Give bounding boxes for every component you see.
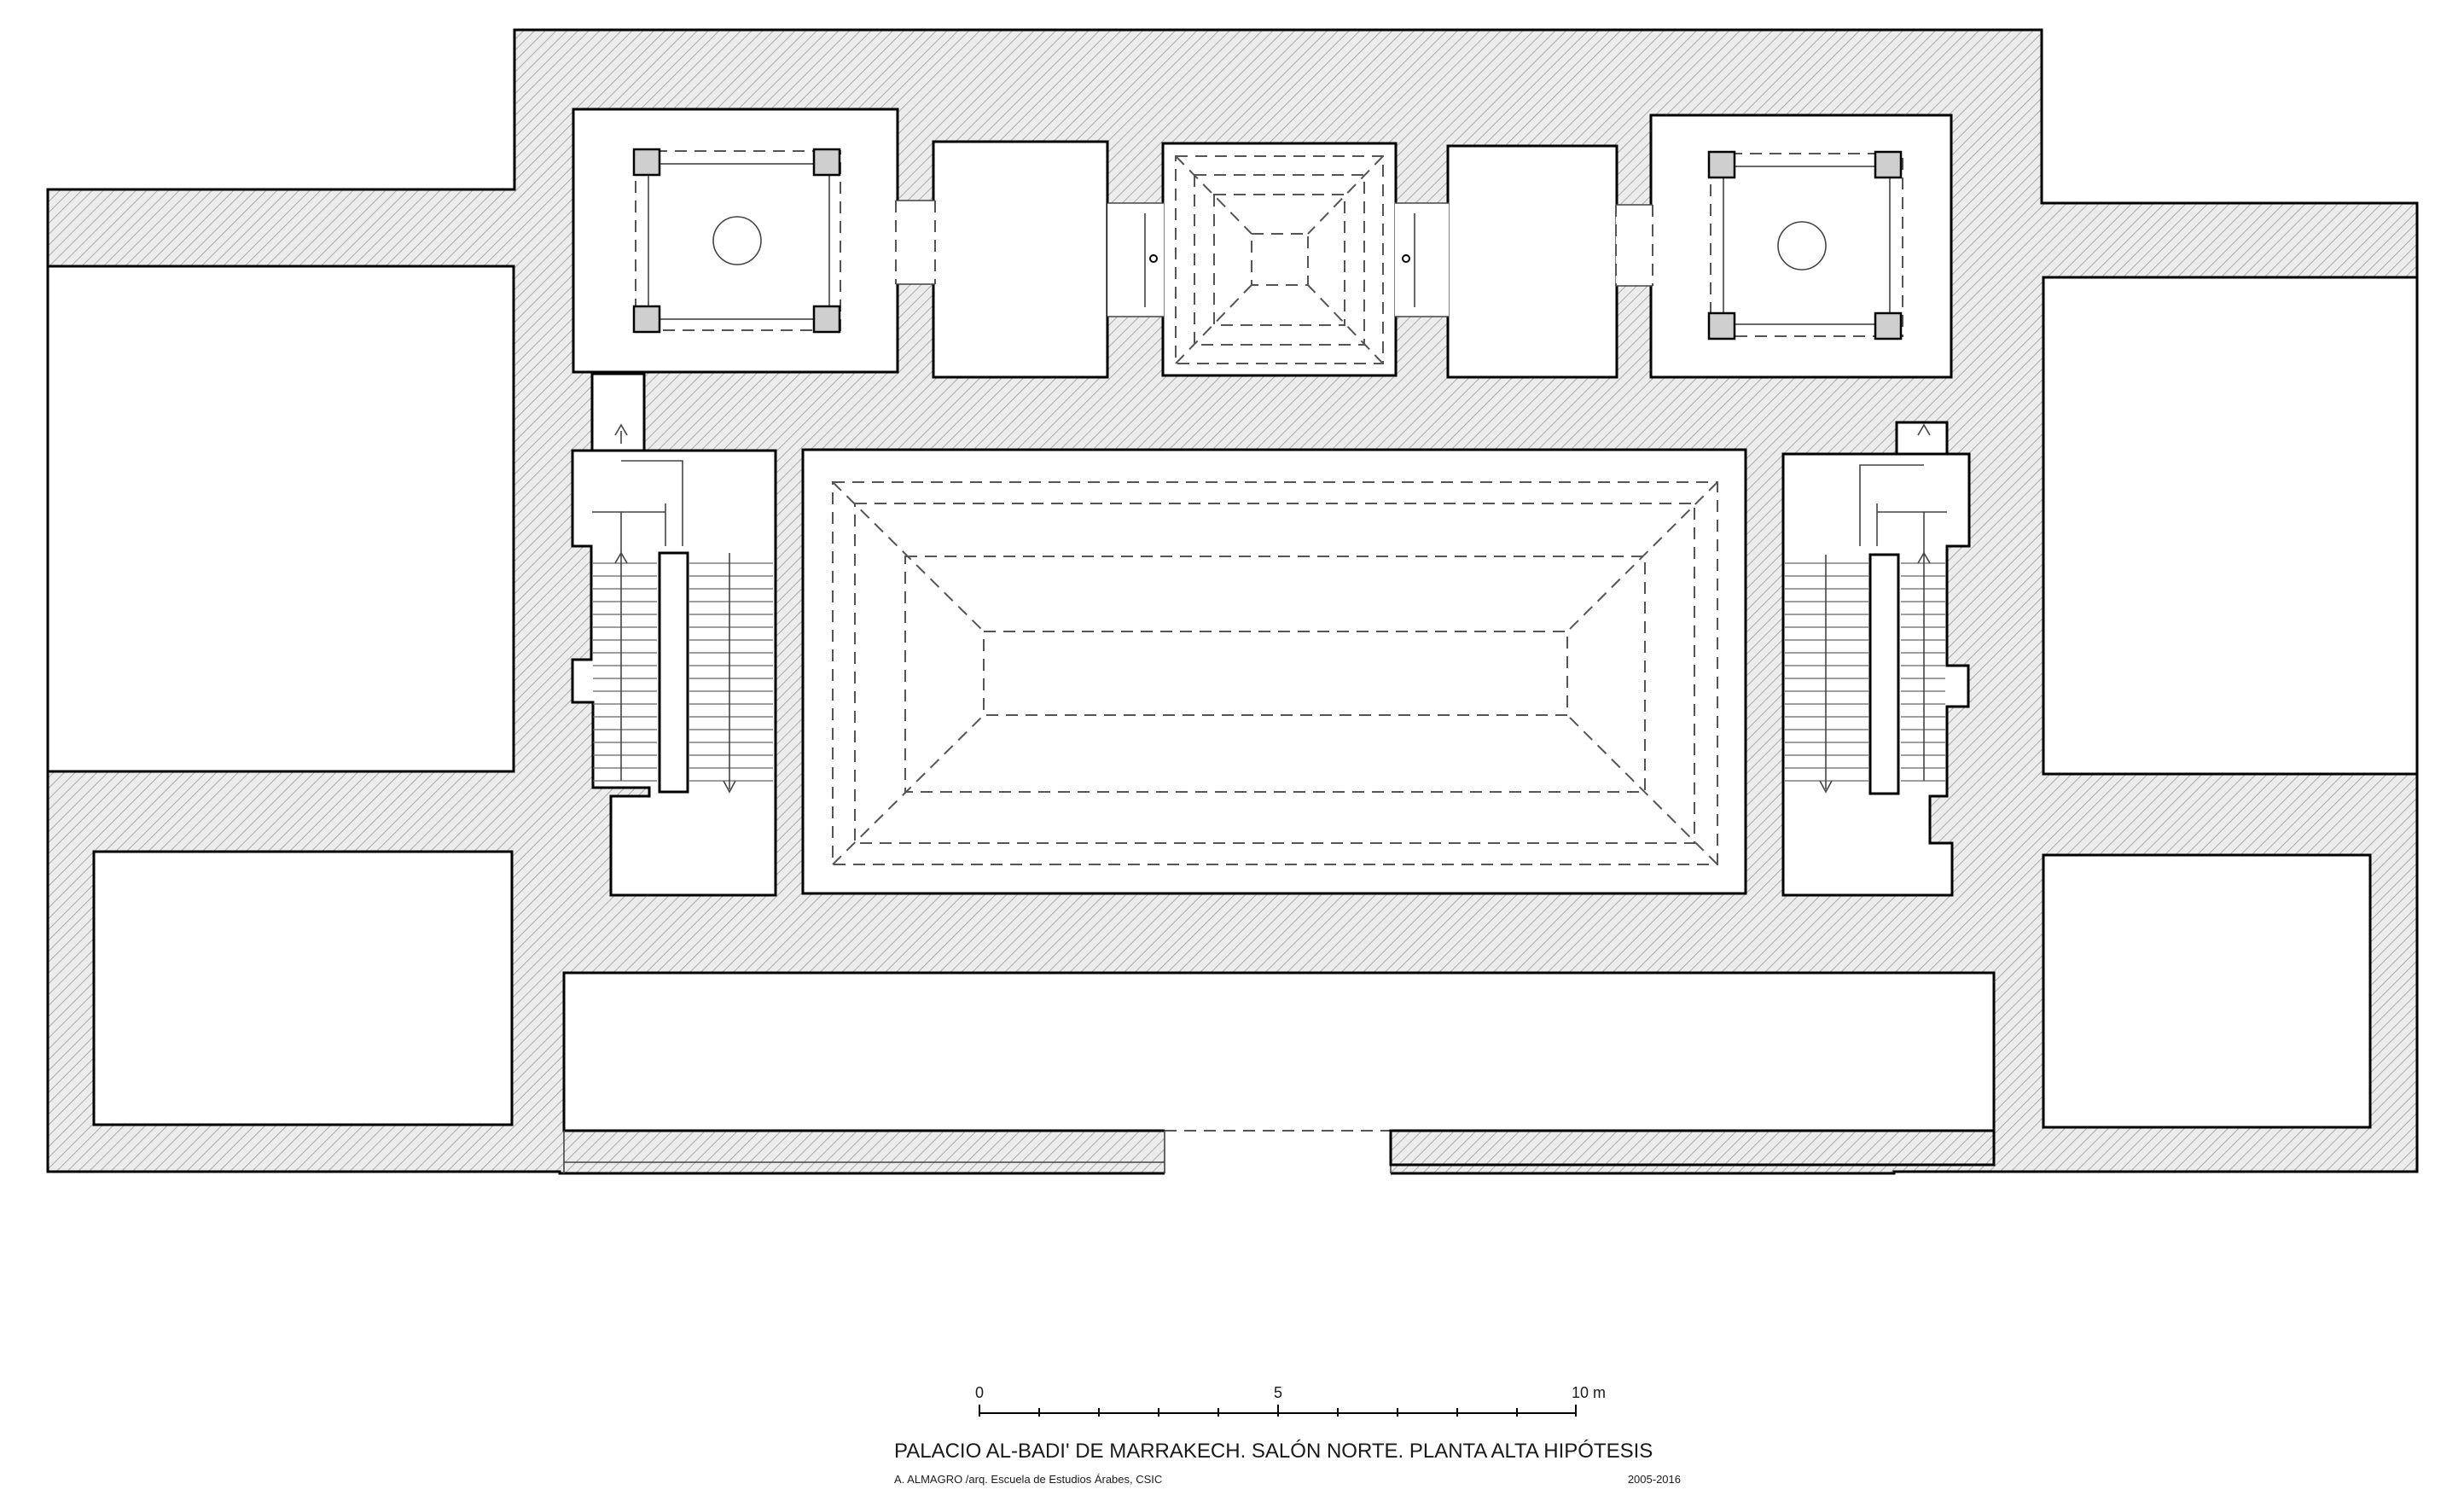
room-east-lower [2042, 853, 2372, 1129]
cistern-circle-east [1777, 221, 1827, 271]
south-gallery [562, 971, 1996, 1176]
north-chambers [572, 108, 1953, 379]
main-hall [801, 448, 1747, 895]
column-marker-east [1402, 254, 1410, 263]
column-marker-west [1149, 254, 1158, 263]
south-gallery-room [562, 971, 1996, 1132]
drawing-dates: 2005-2016 [1628, 1473, 1681, 1486]
stair-treads-east [1785, 562, 1945, 782]
pillar-se [812, 305, 841, 334]
dome-ceiling-projection [1175, 155, 1384, 364]
main-hall-room [801, 448, 1747, 895]
room-west-lower [92, 850, 514, 1126]
staircase-east [1781, 421, 1971, 897]
tower-chamber-west [572, 108, 899, 374]
passage-nw [896, 201, 935, 284]
chamber-north-east [1446, 144, 1618, 379]
pillar-sw [632, 305, 661, 334]
passage-ne [1616, 205, 1653, 286]
room-west-upper [46, 265, 515, 773]
room-east-upper [2042, 276, 2419, 776]
scale-label-5: 5 [1274, 1384, 1282, 1401]
drawing-title: PALACIO AL-BADI' DE MARRAKECH. SALÓN NOR… [894, 1440, 1653, 1463]
stair-treads-west [593, 562, 773, 782]
scale-label-10: 10 m [1572, 1384, 1606, 1401]
title-block: PALACIO AL-BADI' DE MARRAKECH. SALÓN NOR… [894, 1440, 1681, 1486]
scale-label-0: 0 [975, 1384, 984, 1401]
drawing-author: A. ALMAGRO /arq. Escuela de Estudios Ára… [894, 1473, 1162, 1486]
tower-west-detail [632, 148, 841, 334]
staircase-west [571, 372, 777, 897]
scale-bar: 0 5 10 m [975, 1384, 1606, 1417]
tower-east-detail [1707, 150, 1903, 340]
tower-chamber-east [1649, 113, 1953, 379]
cistern-circle-west [712, 216, 762, 265]
chamber-north-west [932, 140, 1109, 379]
pillar-ne [812, 148, 841, 177]
central-dome-chamber [1161, 142, 1398, 377]
side-rooms [46, 265, 2419, 1129]
pillar-nw [632, 148, 661, 177]
